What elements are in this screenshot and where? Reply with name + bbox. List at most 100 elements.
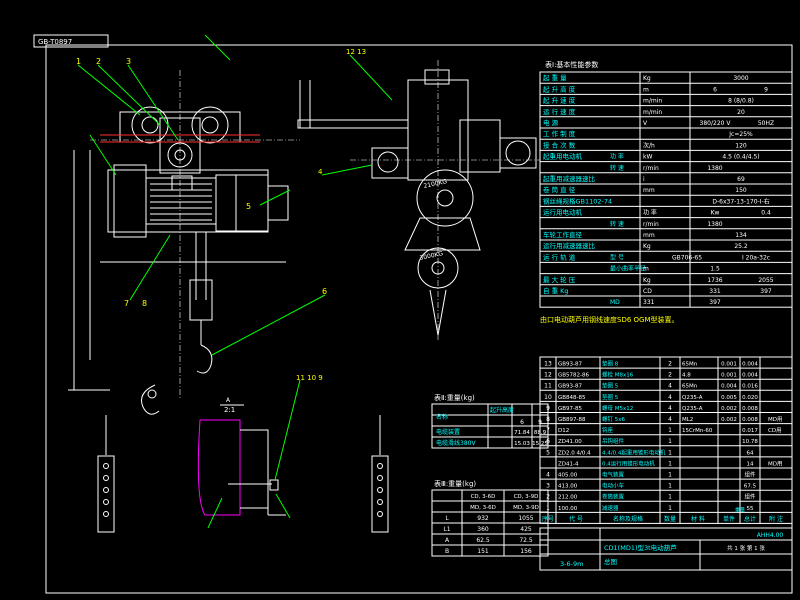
table-1-sub: 转 速 (610, 164, 624, 172)
table-3-value: 151 (477, 548, 489, 555)
table-2-header: 6 (520, 419, 524, 426)
table-1-value: 50HZ (758, 120, 774, 127)
title-block-code: AHH4.00 (757, 532, 784, 539)
parts-row-code: GB93-87 (558, 362, 583, 368)
table-1-value: 69 (737, 176, 745, 183)
table-3-header: CD, 3-6D (471, 494, 496, 500)
table-1-title: 表Ⅰ:基本性能参数 (545, 60, 598, 69)
parts-row-no: 7 (546, 427, 550, 434)
table-1-label: 卷 筒 直 径 (543, 185, 576, 194)
table-3-header: MD, 3-6D (470, 505, 496, 511)
parts-row-name: 减速器 (602, 504, 619, 512)
sheet-label: 共 1 张 第 1 张 (727, 544, 765, 552)
drawing-number: 3-6-9m (560, 560, 583, 568)
table-1-value: 397 (760, 288, 772, 295)
callout-3: 3 (126, 57, 131, 66)
parts-row-qty: 1 (668, 472, 672, 479)
parts-row-name: 电动小车 (602, 482, 625, 490)
table-1-value: 1.5 (710, 266, 720, 273)
svg-text:A: A (226, 397, 231, 404)
parts-row-qty: 4 (668, 394, 672, 401)
callout-6: 6 (322, 287, 327, 296)
table-2-header: 起升高度 (490, 406, 514, 414)
drawing-name: CD1(MD1)型3t电动葫芦 (604, 543, 677, 552)
table-1-value: Kw (711, 210, 720, 217)
table-1-value: 150 (735, 187, 747, 194)
corner-label-box (33, 34, 109, 48)
parts-row-total-weight: 0.016 (742, 384, 758, 390)
detail-view: A 2:1 11 10 9 (197, 374, 323, 529)
table-1-value: 1736 (707, 277, 722, 284)
table-1-label: 接 合 次 数 (543, 140, 576, 149)
svg-text:2100KG: 2100KG (423, 178, 448, 190)
table-1-value: 3000 (733, 75, 748, 82)
parts-row-material: 15CrMn-60 (682, 428, 713, 434)
parts-row-code: 413.00 (558, 484, 578, 490)
table-1-label: 起 升 速 度 (543, 96, 576, 105)
table-2-value: 71.84 (514, 430, 530, 436)
parts-row-no: 11 (544, 383, 552, 390)
parts-row-qty: 1 (668, 427, 672, 434)
parts-row-name: 电气装置 (602, 471, 625, 479)
table-1-value: 331 (709, 288, 721, 295)
general-note: 由口电动葫芦用钢线速度SD6 OGM型装置。 (540, 315, 679, 324)
parts-row-name: 垫圈 5 (602, 382, 619, 390)
table-3-value: 1055 (518, 515, 533, 522)
parts-header-cell: 序号 (542, 515, 554, 523)
parts-row-code: GB97-85 (558, 406, 583, 412)
table-1-unit: r/min (643, 221, 659, 228)
table-1-value: 8 (8/0.8) (728, 98, 754, 105)
parts-row-no: 5 (546, 449, 550, 456)
parts-row-qty: 1 (668, 494, 672, 501)
parts-row-qty: 1 (668, 505, 672, 512)
parts-side-note: MD用 (768, 460, 782, 467)
table-1-value: GB706-65 (672, 254, 702, 261)
parts-row-name: 垫圈 5 (602, 393, 619, 401)
parts-row-material: Q235-A (682, 406, 703, 412)
parts-row-name: 螺钉 5x6 (602, 415, 626, 423)
callout-1: 1 (76, 57, 81, 66)
table-1-unit: 331 (643, 299, 655, 306)
parts-row-total-weight: 组件 (744, 493, 756, 501)
parts-row-unit-weight: 0.001 (721, 362, 737, 368)
parts-row-code: GB848-85 (558, 395, 586, 401)
parts-row-name: 垫圈 8 (602, 360, 619, 368)
parts-row-material: 65Mn (682, 384, 698, 390)
table-1-label: 自 重 Kg (543, 286, 569, 295)
parts-row-qty: 4 (668, 416, 672, 423)
table-1-value: 25.2 (734, 243, 748, 250)
parts-row-code: GB5782-86 (558, 373, 590, 379)
table-2-header: 名称 (436, 413, 448, 421)
table-1-label: 起重用电动机 (543, 152, 583, 161)
parts-row-no: 4 (546, 472, 550, 479)
table-1-label: 运行用减速器速比 (543, 241, 596, 250)
parts-row-no: 1 (546, 505, 550, 512)
parts-row-unit-weight: 0.001 (721, 373, 737, 379)
parts-header-cell: 附 注 (769, 515, 783, 523)
parts-row-qty: 1 (668, 460, 672, 467)
table-1-value: 1380 (707, 221, 722, 228)
parts-row-total-weight: 55 (747, 506, 754, 512)
parts-header-cell: 单件 (723, 515, 735, 523)
parts-row-total-weight: 64 (747, 450, 754, 456)
pendant-left (97, 415, 115, 533)
table-1-sub: 最小曲率半径 (610, 265, 646, 273)
callout-12-13: 12 13 (346, 48, 366, 56)
parts-row-name: 0.4运行用锥形电动机 (602, 459, 655, 467)
parts-row-material: 65Mn (682, 362, 698, 368)
table-1-value: 0.4 (761, 210, 771, 217)
parts-row-total-weight: 0.008 (742, 417, 758, 423)
parts-row-total-weight: 67.5 (744, 484, 757, 490)
table-1-value: 6 (713, 86, 717, 93)
table-3-header: MD, 3-9D (513, 505, 539, 511)
parts-row-unit-weight: 0.002 (721, 417, 737, 423)
parts-row-qty: 2 (668, 372, 672, 379)
parts-row-no: 8 (546, 416, 550, 423)
table-3-header: CD, 3-9D (514, 494, 539, 500)
table-1-value: Jc=25% (728, 131, 753, 138)
callout-7: 7 (124, 299, 129, 308)
table-1-value: 2055 (758, 277, 773, 284)
